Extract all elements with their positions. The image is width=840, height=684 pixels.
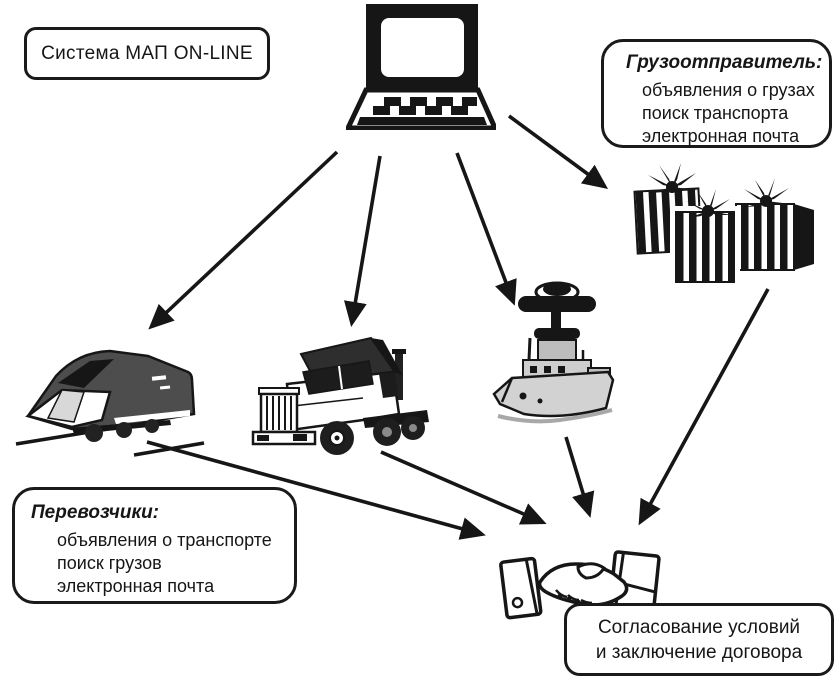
arrow-cargo-to-handshake [638, 288, 770, 526]
arrow-computer-to-cargo [507, 114, 609, 189]
agreement-line-1: Согласование условий [597, 616, 801, 638]
agreement-box: Согласование условий и заключение догово… [564, 603, 834, 676]
gift-boxes-icon [624, 160, 816, 294]
computer-icon [346, 2, 496, 130]
arrow-ship-to-handshake [564, 436, 595, 518]
carriers-box: Перевозчики: объявления о транспорте пои… [12, 487, 297, 604]
arrow-computer-to-train [148, 150, 339, 330]
train-icon [14, 330, 206, 458]
bow-left [648, 163, 698, 193]
carriers-line-search: поиск грузов [57, 553, 162, 573]
carriers-box-title: Перевозчики: [31, 502, 160, 523]
bow-front [686, 189, 732, 218]
shipper-box-title: Грузоотправитель: [626, 52, 823, 73]
handshake-icon [494, 534, 662, 628]
arrow-truck-to-handshake [380, 450, 547, 525]
shipper-line-announcements: объявления о грузах [642, 80, 815, 100]
arrow-computer-to-truck [343, 155, 382, 327]
bow-right [744, 178, 791, 207]
shipper-box: Грузоотправитель: объявления о грузах по… [601, 39, 832, 148]
ship-icon [490, 276, 625, 436]
shipper-line-search: поиск транспорта [642, 103, 789, 123]
carriers-line-announcements: объявления о транспорте [57, 530, 272, 550]
agreement-line-2: и заключение договора [595, 641, 803, 663]
carriers-line-email: электронная почта [57, 576, 215, 596]
shipper-line-email: электронная почта [642, 126, 800, 146]
system-box: Система МАП ON-LINE [24, 27, 270, 80]
system-box-label: Система МАП ON-LINE [41, 42, 253, 64]
truck-icon [243, 326, 443, 462]
